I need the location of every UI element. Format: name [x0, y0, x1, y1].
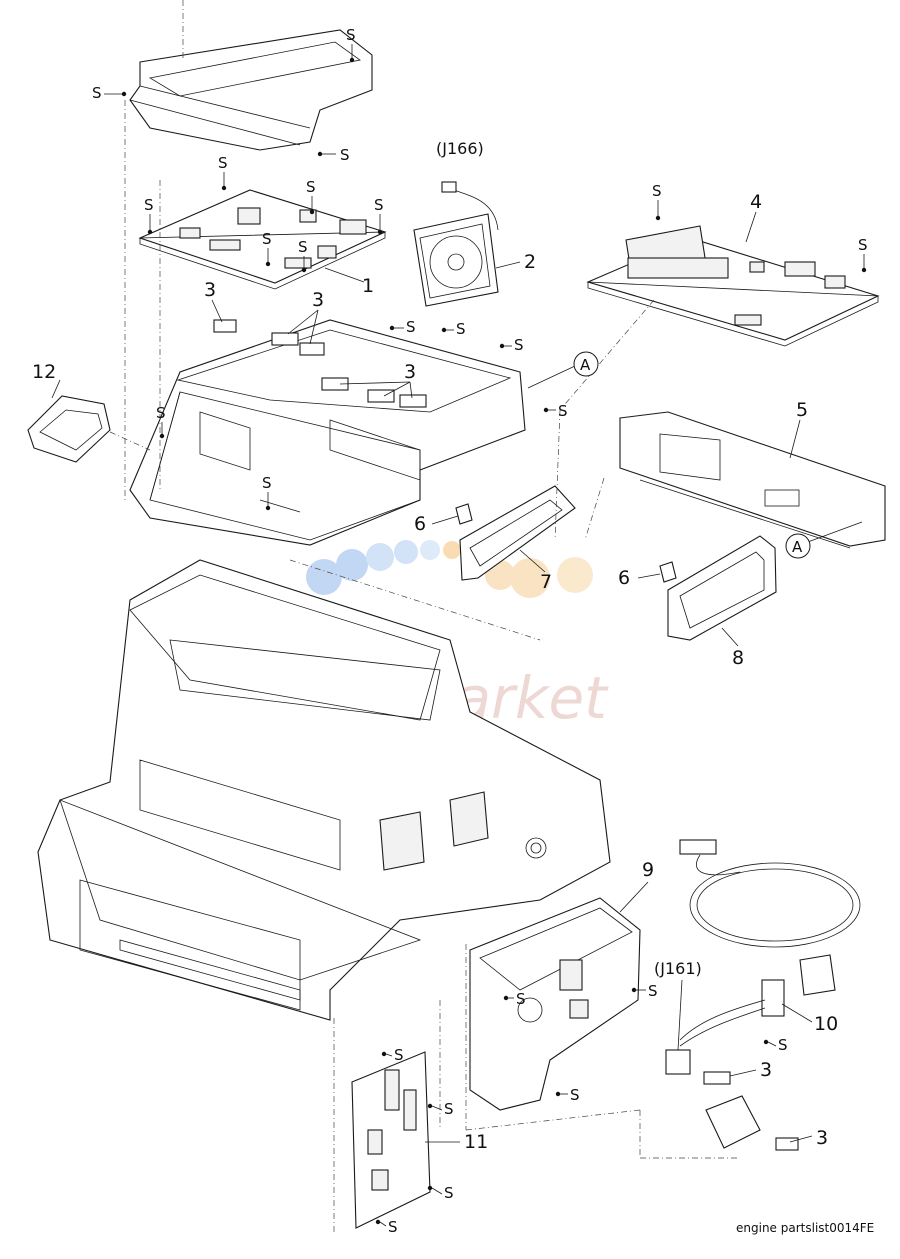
screw-mark: S	[427, 1100, 454, 1118]
callout-3-b: 3	[312, 289, 324, 311]
svg-text:S: S	[858, 236, 868, 254]
screw-mark: S	[374, 196, 384, 235]
svg-text:S: S	[558, 402, 568, 420]
callout-1: 1	[362, 275, 374, 297]
svg-text:S: S	[156, 404, 166, 422]
leader-lines	[211, 211, 863, 1143]
part-3-clamps-lower	[703, 1071, 799, 1151]
svg-text:S: S	[92, 84, 102, 102]
printer-frame	[37, 559, 611, 1021]
screw-mark: S	[503, 990, 526, 1008]
callout-6-b: 6	[618, 567, 630, 589]
part-10-cord-harness	[665, 839, 861, 1075]
callout-3-d: 3	[760, 1059, 772, 1081]
svg-text:S: S	[394, 1046, 404, 1064]
svg-text:S: S	[456, 320, 466, 338]
svg-text:S: S	[298, 238, 308, 256]
svg-text:S: S	[648, 982, 658, 1000]
callout-11: 11	[464, 1131, 488, 1153]
callouts: 1 2 3 3 3 3 3 4 5 6 6 7 8 9 10 11 12	[32, 191, 838, 1153]
svg-text:A: A	[792, 538, 803, 556]
screw-mark: S	[543, 402, 568, 420]
callout-9: 9	[642, 859, 654, 881]
controller-chassis-frame	[124, 100, 541, 641]
figure-caption: engine partslist0014FE	[736, 1221, 874, 1235]
screw-mark: S	[218, 154, 228, 191]
svg-text:S: S	[444, 1184, 454, 1202]
callout-3-c: 3	[404, 361, 416, 383]
svg-text:S: S	[444, 1100, 454, 1118]
screw-mark: S	[306, 178, 316, 215]
part-5-rear-panel	[619, 411, 886, 549]
svg-text:S: S	[346, 26, 356, 44]
svg-text:S: S	[262, 230, 272, 248]
callout-2: 2	[524, 251, 536, 273]
screw-mark: S	[317, 146, 350, 164]
part-2-fan	[413, 181, 499, 307]
screw-mark: S	[858, 236, 868, 273]
part-1-controller-board	[138, 189, 387, 290]
screw-mark: S	[555, 1086, 580, 1104]
screw-mark: S	[346, 26, 356, 63]
part-12-bracket	[27, 379, 151, 463]
screw-mark: S	[156, 404, 166, 439]
screw-mark: S	[381, 1046, 404, 1064]
svg-text:S: S	[570, 1086, 580, 1104]
callout-5: 5	[796, 399, 808, 421]
screw-mark: S	[427, 1184, 454, 1202]
screw-mark: S	[92, 84, 127, 102]
connector-j161: (J161)	[654, 959, 702, 978]
part-4-board	[586, 225, 880, 347]
callout-3-a: 3	[204, 279, 216, 301]
screw-mark: S	[652, 182, 662, 221]
callout-8: 8	[732, 647, 744, 669]
screw-mark: S	[262, 474, 272, 511]
part-7-bracket	[459, 485, 576, 581]
svg-text:S: S	[306, 178, 316, 196]
svg-text:S: S	[778, 1036, 788, 1054]
callout-12: 12	[32, 361, 56, 383]
screw-mark: S	[631, 982, 658, 1000]
part-9-power-supply	[469, 897, 641, 1111]
part-8-bracket	[667, 535, 777, 641]
screw-mark: S	[389, 318, 416, 336]
svg-text:S: S	[262, 474, 272, 492]
callout-4: 4	[750, 191, 762, 213]
screw-mark: S	[298, 238, 308, 273]
svg-text:A: A	[580, 356, 591, 374]
guide-lines	[333, 299, 740, 1232]
svg-text:S: S	[340, 146, 350, 164]
screw-mark: S	[441, 320, 466, 338]
part-3-clamps	[213, 319, 427, 408]
callout-6-a: 6	[414, 513, 426, 535]
connector-j166: (J166)	[436, 139, 484, 158]
svg-text:S: S	[388, 1218, 398, 1236]
svg-text:S: S	[516, 990, 526, 1008]
screw-mark: S	[262, 230, 272, 267]
svg-text:S: S	[514, 336, 524, 354]
part-6-clips	[455, 503, 677, 583]
screw-mark: S	[375, 1218, 398, 1236]
screw-mark: S	[499, 336, 524, 354]
svg-text:S: S	[652, 182, 662, 200]
part-11-board	[351, 1051, 431, 1229]
callout-7: 7	[540, 571, 552, 593]
svg-text:S: S	[144, 196, 154, 214]
callout-10: 10	[814, 1013, 838, 1035]
ref-mark-a-top: A	[573, 351, 599, 377]
screw-mark: S	[763, 1036, 788, 1054]
screw-mark: S	[144, 196, 154, 235]
svg-text:S: S	[374, 196, 384, 214]
ref-mark-a-bottom: A	[785, 533, 811, 559]
svg-text:S: S	[406, 318, 416, 336]
top-shield-cover	[129, 0, 373, 151]
svg-text:S: S	[218, 154, 228, 172]
callout-3-e: 3	[816, 1127, 828, 1149]
screw-marks: S S S S S S S S S S S S S S S S S S S S …	[92, 26, 868, 1236]
